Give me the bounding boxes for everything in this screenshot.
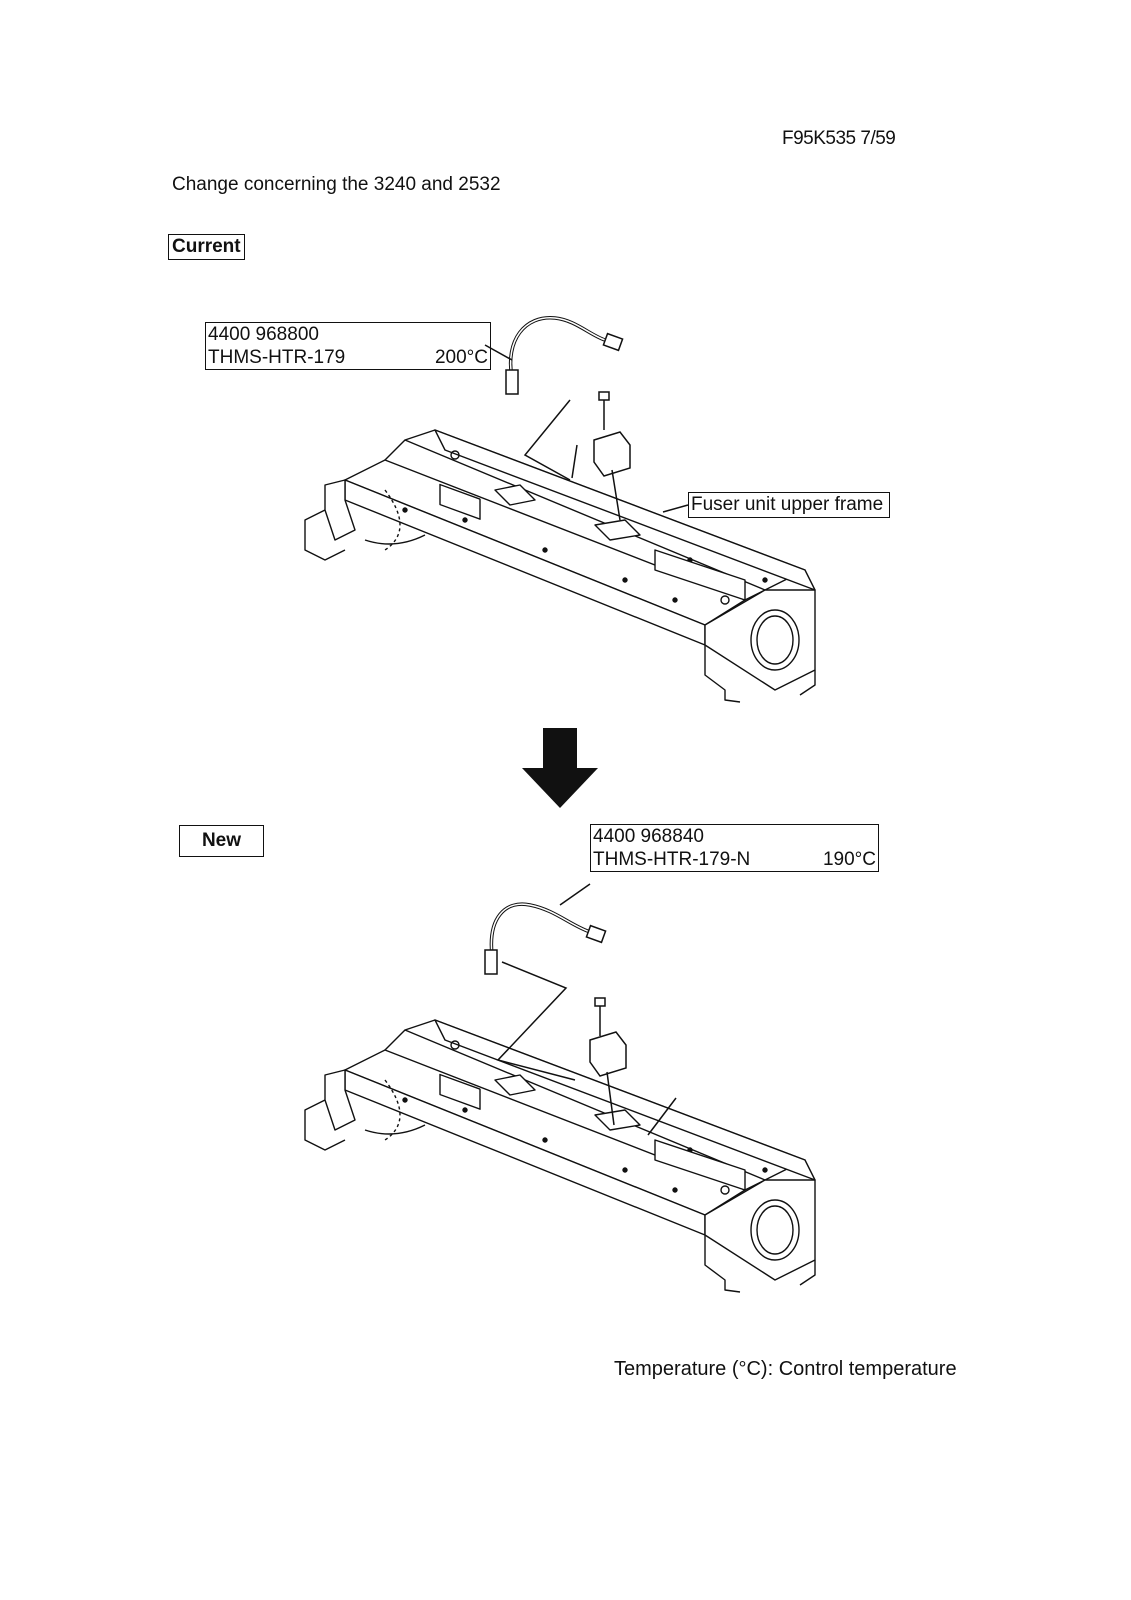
- current-part-name: THMS-HTR-179: [208, 347, 346, 368]
- down-arrow-icon: [522, 728, 598, 808]
- current-thermostat-harness: [484, 316, 689, 521]
- new-part-row: THMS-HTR-179-N 190°C: [593, 848, 876, 871]
- current-part-row: THMS-HTR-179 200°C: [208, 346, 488, 369]
- fuser-frame-label: Fuser unit upper frame: [688, 492, 891, 518]
- new-thermostat-harness: [484, 883, 677, 1136]
- new-temperature: 190°C: [822, 849, 876, 870]
- temperature-footnote: Temperature (°C): Control temperature: [614, 1358, 957, 1380]
- new-frame-drawing: [304, 1019, 816, 1293]
- current-temperature: 200°C: [434, 347, 488, 368]
- document-id: F95K535 7/59: [782, 128, 896, 149]
- page-heading: Change concerning the 3240 and 2532: [172, 174, 501, 195]
- current-frame-drawing: [304, 429, 816, 703]
- current-part-label: 4400 968800 THMS-HTR-179 200°C: [205, 322, 491, 370]
- current-tag: Current: [168, 234, 245, 260]
- new-part-name: THMS-HTR-179-N: [593, 849, 751, 870]
- new-tag: New: [179, 825, 264, 857]
- new-part-number: 4400 968840: [593, 826, 704, 847]
- new-part-label: 4400 968840 THMS-HTR-179-N 190°C: [590, 824, 879, 872]
- current-part-number: 4400 968800: [208, 324, 319, 345]
